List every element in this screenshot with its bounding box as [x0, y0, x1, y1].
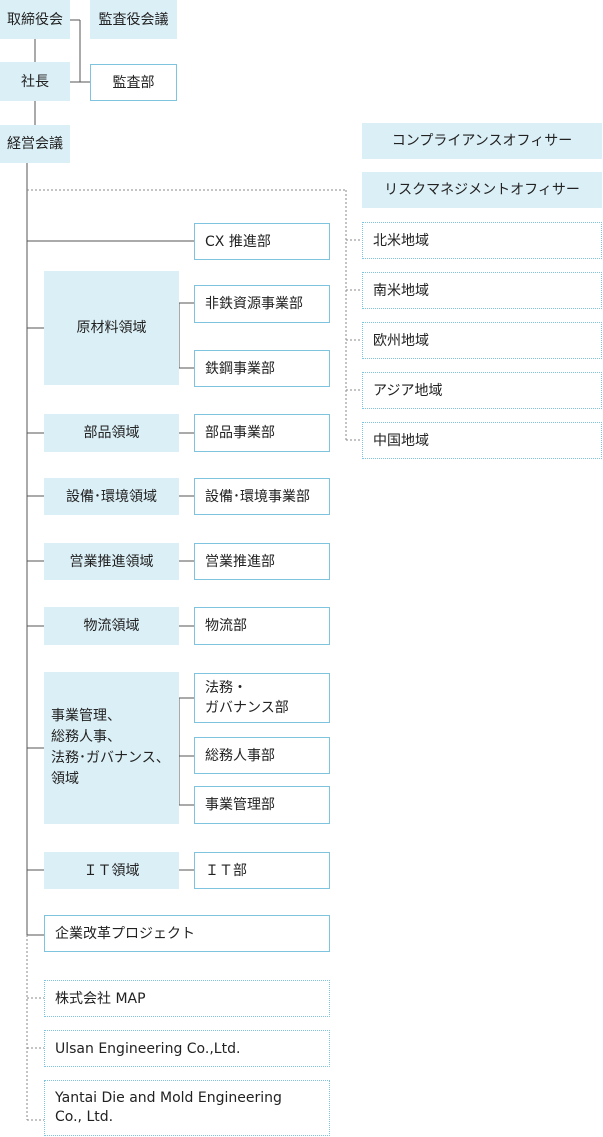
domain-sales-promotion: 営業推進領域 [44, 543, 179, 580]
dept-logistics: 物流部 [194, 607, 330, 645]
dept-equipment-environment: 設備･環境事業部 [194, 478, 330, 515]
dept-business-management: 事業管理部 [194, 786, 330, 824]
dept-non-ferrous: 非鉄資源事業部 [194, 285, 330, 323]
dept-steel: 鉄鋼事業部 [194, 350, 330, 387]
audit-department: 監査部 [90, 64, 177, 101]
dept-parts: 部品事業部 [194, 414, 330, 452]
region-south-america: 南米地域 [362, 272, 602, 309]
compliance-officer: コンプライアンスオフィサー [362, 123, 602, 159]
dept-legal-governance: 法務・ ガバナンス部 [194, 673, 330, 723]
domain-admin-hr-legal: 事業管理、 総務人事、 法務･ガバナンス、 領域 [44, 672, 179, 824]
management-council: 経営会議 [0, 125, 70, 163]
audit-board: 監査役会議 [90, 0, 177, 39]
dept-it: ＩＴ部 [194, 852, 330, 889]
cx-promotion-dept: CX 推進部 [194, 223, 330, 260]
region-europe: 欧州地域 [362, 322, 602, 359]
board-of-directors: 取締役会 [0, 0, 70, 39]
subsidiary-yantai: Yantai Die and Mold Engineering Co., Ltd… [44, 1080, 330, 1136]
subsidiary-ulsan: Ulsan Engineering Co.,Ltd. [44, 1030, 330, 1067]
domain-it: ＩＴ領域 [44, 852, 179, 889]
risk-management-officer: リスクマネジメントオフィサー [362, 172, 602, 208]
domain-logistics: 物流領域 [44, 607, 179, 645]
region-china: 中国地域 [362, 422, 602, 459]
domain-equipment-environment: 設備･環境領域 [44, 478, 179, 515]
subsidiary-map: 株式会社 MAP [44, 980, 330, 1017]
president: 社長 [0, 62, 70, 101]
dept-general-affairs-hr: 総務人事部 [194, 737, 330, 774]
dept-sales-promotion: 営業推進部 [194, 543, 330, 580]
region-asia: アジア地域 [362, 372, 602, 409]
domain-parts: 部品領域 [44, 414, 179, 452]
region-north-america: 北米地域 [362, 222, 602, 259]
domain-raw-materials: 原材料領域 [44, 271, 179, 385]
corporate-reform-project: 企業改革プロジェクト [44, 915, 330, 952]
